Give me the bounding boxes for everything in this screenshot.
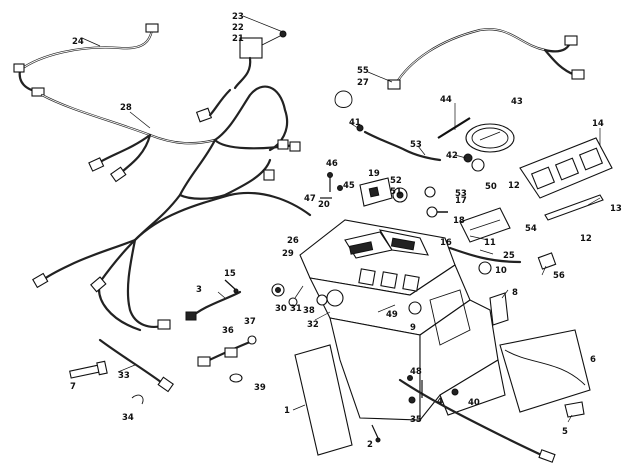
callout-17: 17 bbox=[455, 196, 467, 206]
callout-26: 26 bbox=[287, 236, 299, 246]
callout-10: 10 bbox=[495, 266, 507, 276]
part-21-22-23-assembly bbox=[208, 30, 287, 117]
parts-30-31-38 bbox=[271, 283, 328, 307]
console-body bbox=[299, 219, 506, 422]
callout-52: 52 bbox=[390, 176, 402, 186]
callout-16: 16 bbox=[440, 238, 452, 248]
callout-32: 32 bbox=[307, 320, 319, 330]
throttle-cable bbox=[398, 378, 556, 463]
part-33-cable bbox=[98, 338, 174, 393]
callout-47: 47 bbox=[304, 194, 316, 204]
callout-49: 49 bbox=[386, 310, 398, 320]
small-hardware-45-47-20 bbox=[320, 172, 343, 199]
leader-lines bbox=[81, 15, 601, 423]
part-27-clamp bbox=[334, 90, 353, 108]
part-44-rod bbox=[437, 117, 471, 139]
part-7-bolt bbox=[69, 360, 108, 379]
part-15-screw bbox=[224, 279, 239, 294]
parts-36-37 bbox=[197, 335, 257, 367]
callout-labels: 24 23 22 21 28 55 27 44 43 14 41 53 42 4… bbox=[70, 12, 622, 450]
wire-harness-55 bbox=[387, 28, 585, 90]
callout-50: 50 bbox=[485, 182, 497, 192]
callout-29: 29 bbox=[282, 249, 294, 259]
part-43-gauge bbox=[465, 123, 515, 153]
callout-3: 3 bbox=[196, 285, 202, 295]
wire-harness-24 bbox=[13, 23, 159, 97]
part-6-cover-plate bbox=[499, 329, 591, 413]
part-13-strip bbox=[544, 194, 604, 221]
part-19-switch bbox=[359, 177, 393, 207]
part-39-grommet bbox=[229, 373, 243, 383]
part-3-connector bbox=[185, 290, 242, 321]
callout-53-upper: 53 bbox=[410, 140, 422, 150]
callout-42: 42 bbox=[446, 151, 458, 161]
callout-40: 40 bbox=[468, 398, 480, 408]
callout-46: 46 bbox=[326, 159, 338, 169]
callout-24: 24 bbox=[72, 37, 84, 47]
callout-7: 7 bbox=[70, 382, 76, 392]
callout-1: 1 bbox=[284, 406, 290, 416]
callout-31: 31 bbox=[290, 304, 302, 314]
callout-12-upper: 12 bbox=[508, 181, 520, 191]
callout-6: 6 bbox=[590, 355, 596, 365]
callout-18: 18 bbox=[453, 216, 465, 226]
main-wire-harness-28 bbox=[32, 85, 312, 332]
callout-11: 11 bbox=[484, 238, 496, 248]
part-34-clip bbox=[131, 394, 144, 405]
callout-20: 20 bbox=[318, 200, 330, 210]
callout-45: 45 bbox=[343, 181, 355, 191]
callout-28: 28 bbox=[120, 103, 132, 113]
part-56-plug bbox=[537, 252, 557, 270]
callout-37: 37 bbox=[244, 317, 256, 327]
part-41-53-50-cable bbox=[356, 124, 485, 198]
part-8-strap bbox=[489, 292, 509, 326]
callout-5: 5 bbox=[562, 427, 568, 437]
callout-12-lower: 12 bbox=[580, 234, 592, 244]
part-17-18 bbox=[426, 206, 448, 218]
callout-13: 13 bbox=[610, 204, 622, 214]
callout-36: 36 bbox=[222, 326, 234, 336]
callout-8: 8 bbox=[512, 288, 518, 298]
lower-hardware-2-4-35-40-48 bbox=[371, 375, 459, 443]
part-14-instrument-panel bbox=[519, 137, 613, 199]
part-51-52 bbox=[392, 187, 408, 203]
callout-34: 34 bbox=[122, 413, 134, 423]
part-12-gauge-housing bbox=[459, 207, 511, 243]
callout-48: 48 bbox=[410, 367, 422, 377]
part-10-25-cable bbox=[448, 246, 522, 275]
callout-27: 27 bbox=[357, 78, 369, 88]
callout-39: 39 bbox=[254, 383, 266, 393]
part-1-side-panel bbox=[294, 344, 353, 456]
callout-19: 19 bbox=[368, 169, 380, 179]
callout-33: 33 bbox=[118, 371, 130, 381]
callout-41: 41 bbox=[349, 118, 361, 128]
callout-54: 54 bbox=[525, 224, 537, 234]
callout-56: 56 bbox=[553, 271, 565, 281]
callout-2: 2 bbox=[367, 440, 373, 450]
callout-21: 21 bbox=[232, 34, 244, 44]
callout-30: 30 bbox=[275, 304, 287, 314]
callout-4: 4 bbox=[437, 397, 443, 407]
callout-38: 38 bbox=[303, 306, 315, 316]
callout-51: 51 bbox=[390, 187, 402, 197]
callout-25: 25 bbox=[503, 251, 515, 261]
callout-53-lower: 53 bbox=[455, 189, 467, 199]
part-5-bracket bbox=[564, 401, 585, 418]
callout-15: 15 bbox=[224, 269, 236, 279]
callout-43: 43 bbox=[511, 97, 523, 107]
callout-23: 23 bbox=[232, 12, 244, 22]
callout-9: 9 bbox=[410, 323, 416, 333]
callout-22: 22 bbox=[232, 23, 244, 33]
callout-35: 35 bbox=[410, 415, 422, 425]
callout-55: 55 bbox=[357, 66, 369, 76]
callout-44: 44 bbox=[440, 95, 452, 105]
callout-14: 14 bbox=[592, 119, 604, 129]
